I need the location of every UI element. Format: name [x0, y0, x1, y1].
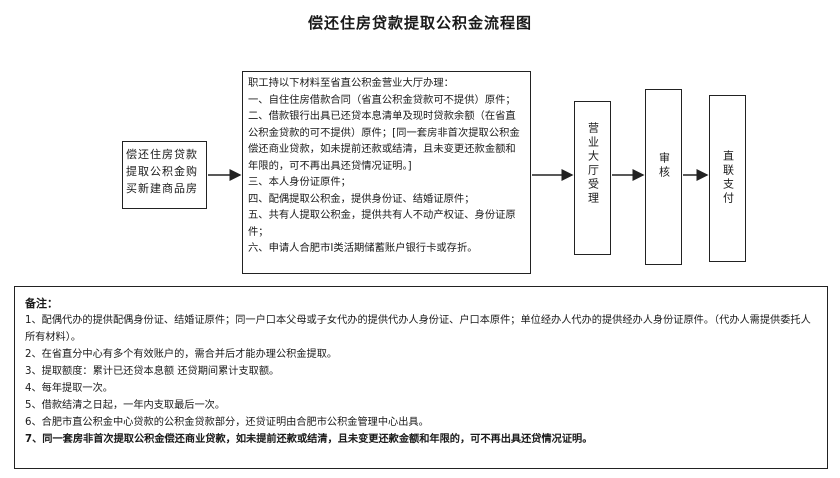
note-item: 4、每年提取一次。: [25, 383, 113, 394]
materials-line: 一、自住住房借款合同（省直公积金贷款可不提供）原件；: [248, 93, 516, 106]
materials-line: 三、本人身份证原件；: [248, 176, 351, 188]
materials-line: 六、申请人合肥市Ⅰ类活期储蓄账户银行卡或存折。: [248, 242, 478, 254]
note-item: 1、配偶代办的提供配偶身份证、结婚证原件；同一户口本父母或子女代办的提供代办人身…: [25, 315, 811, 343]
materials-line: 职工持以下材料至省直公积金营业大厅办理：: [248, 77, 454, 89]
materials-line: 五、共有人提取公积金，提供共有人不动产权证、身份证原件；: [248, 209, 516, 238]
note-item: 2、在省直分中心有多个有效账户的，需合并后才能办理公积金提取。: [25, 349, 338, 360]
step-payment-label: 直联支付: [721, 150, 735, 206]
start-box: 偿还住房贷款提取公积金购买新建商品房: [122, 141, 207, 209]
step-acceptance-label: 营业大厅受理: [586, 122, 600, 206]
step-payment-box: 直联支付: [709, 95, 746, 262]
start-box-text: 偿还住房贷款提取公积金购买新建商品房: [126, 148, 198, 195]
note-item: 6、合肥市直公积金中心贷款的公积金贷款部分，还贷证明由合肥市公积金管理中心出具。: [25, 417, 429, 428]
page-title: 偿还住房贷款提取公积金流程图: [307, 14, 532, 32]
note-item: 5、借款结清之日起，一年内支取最后一次。: [25, 400, 226, 411]
step-review-box: 审核: [645, 89, 682, 265]
materials-box: 职工持以下材料至省直公积金营业大厅办理： 一、自住住房借款合同（省直公积金贷款可…: [242, 71, 531, 274]
materials-line: 四、配偶提取公积金，提供身份证、结婚证原件；: [248, 192, 475, 205]
notes-heading: 备注：: [25, 297, 58, 310]
step-review-label: 审核: [657, 152, 671, 180]
step-acceptance-box: 营业大厅受理: [574, 101, 611, 255]
materials-line: 二、借款银行出具已还贷本息清单及现时贷款余额（在省直公积金贷款的可不提供）原件；…: [248, 110, 520, 172]
note-item: 3、提取额度：累计已还贷本息额 还贷期间累计支取额。: [25, 366, 280, 377]
note-item: 7、同一套房非首次提取公积金偿还商业贷款，如未提前还款或结清，且未变更还款金额和…: [25, 434, 593, 445]
notes-box: 备注： 1、配偶代办的提供配偶身份证、结婚证原件；同一户口本父母或子女代办的提供…: [14, 286, 828, 469]
